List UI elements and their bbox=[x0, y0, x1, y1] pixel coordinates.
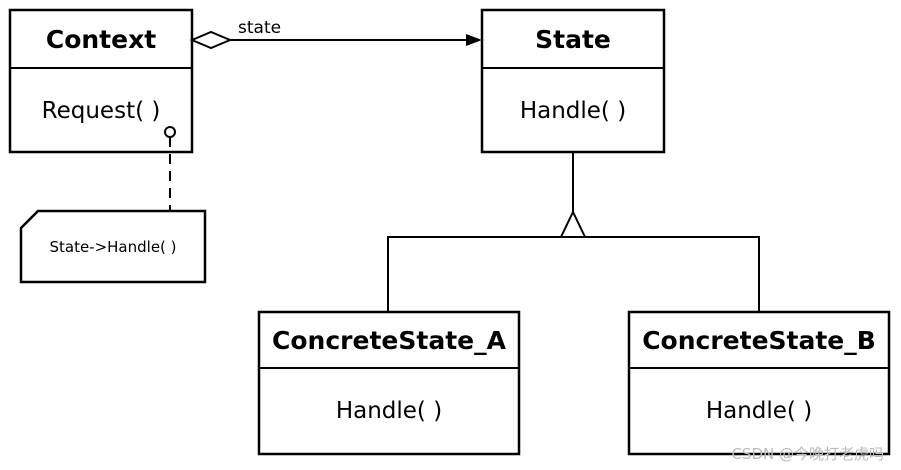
context-class-method: Request( ) bbox=[42, 98, 161, 124]
concrete-state-b-name: ConcreteState_B bbox=[642, 326, 876, 355]
note-box bbox=[19, 209, 207, 284]
context-class: Context Request( ) bbox=[8, 8, 194, 154]
concrete-state-b-class: ConcreteState_B Handle( ) bbox=[627, 310, 891, 456]
aggregation-diamond bbox=[189, 30, 233, 50]
generalization bbox=[387, 152, 760, 312]
concrete-state-b-method: Handle( ) bbox=[706, 398, 812, 424]
association-arrowhead bbox=[466, 34, 482, 46]
state-class-method: Handle( ) bbox=[520, 98, 626, 124]
state-class: State Handle( ) bbox=[480, 8, 666, 154]
concrete-state-a-class: ConcreteState_A Handle( ) bbox=[257, 310, 521, 456]
state-class-box bbox=[480, 8, 666, 154]
concrete-state-b-box bbox=[627, 310, 891, 456]
context-class-box bbox=[8, 8, 194, 154]
concrete-state-a-name: ConcreteState_A bbox=[272, 326, 507, 355]
concrete-state-a-method: Handle( ) bbox=[336, 398, 442, 424]
concrete-state-a-box bbox=[257, 310, 521, 456]
note-connector bbox=[164, 126, 176, 210]
note-anchor-circle bbox=[164, 126, 176, 138]
association-label: state bbox=[238, 18, 281, 38]
aggregation-association: state bbox=[189, 18, 482, 50]
state-class-name: State bbox=[535, 25, 611, 54]
context-class-name: Context bbox=[46, 25, 156, 54]
watermark: CSDN @今晚打老虎吗 bbox=[731, 445, 884, 463]
note: State->Handle( ) bbox=[19, 209, 207, 284]
note-text: State->Handle( ) bbox=[49, 238, 176, 256]
generalization-triangle bbox=[559, 209, 587, 238]
